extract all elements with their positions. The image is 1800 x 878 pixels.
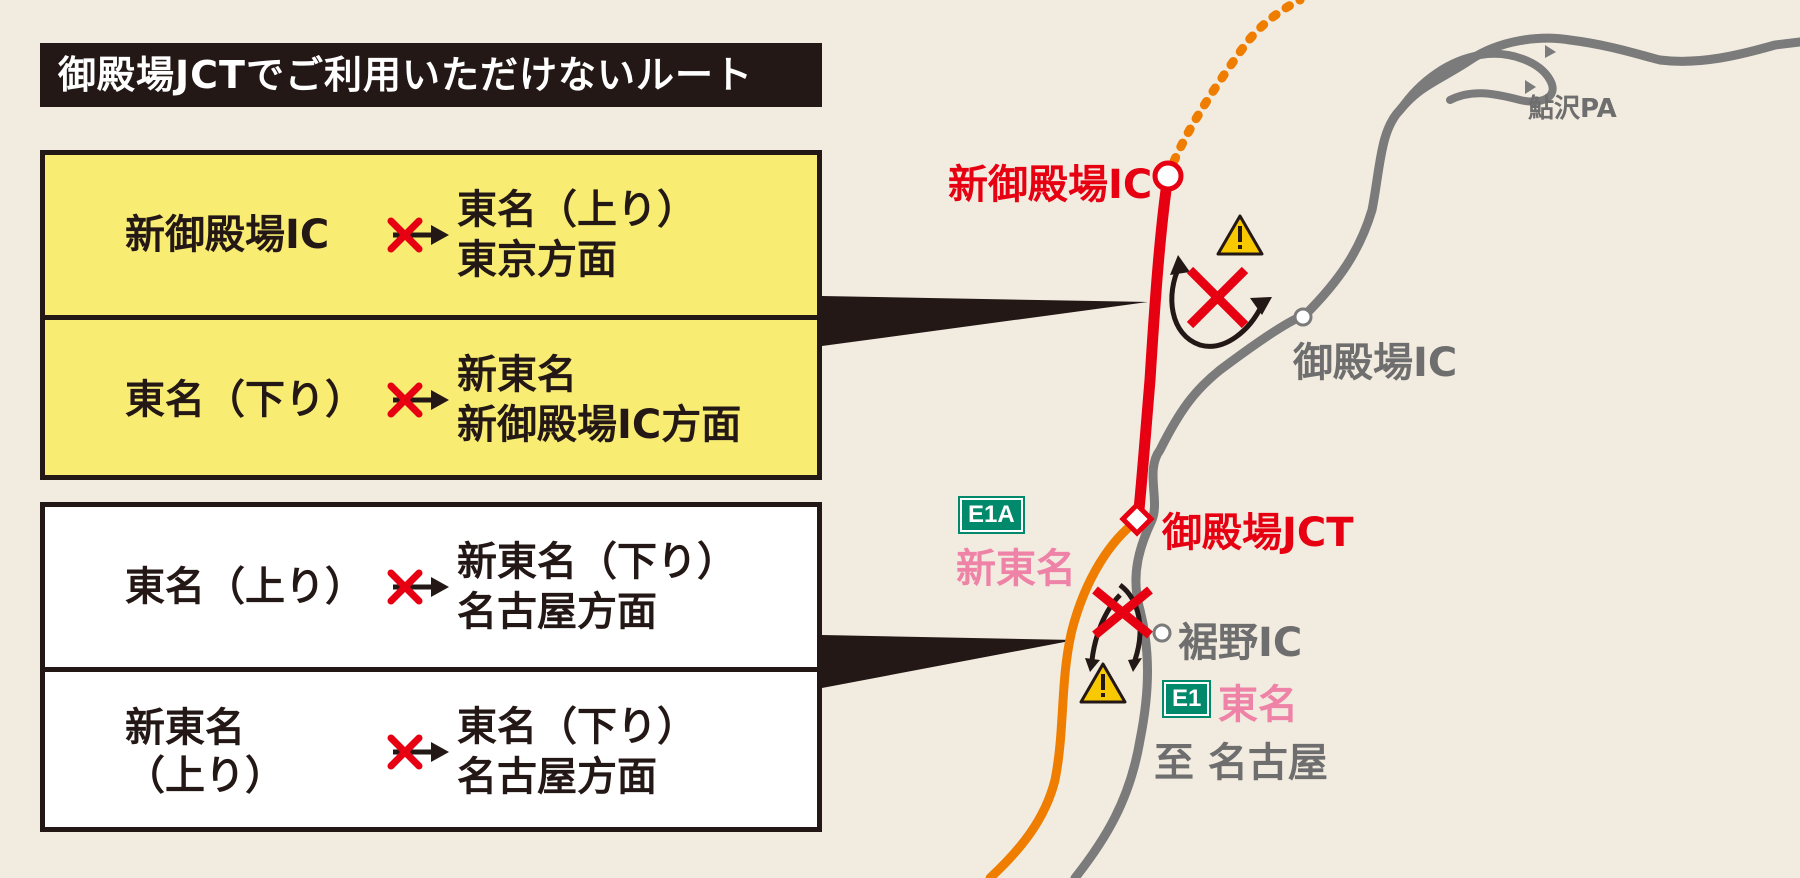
- route-row: 新御殿場IC 東名（上り） 東京方面: [45, 155, 817, 315]
- route-destination: 東名（上り） 東京方面: [457, 155, 697, 315]
- route-destination: 新東名 新御殿場IC方面: [457, 320, 741, 480]
- no-entry-arrow-icon: [387, 382, 449, 418]
- page-title: 御殿場JCTでご利用いただけないルート: [40, 43, 822, 107]
- route-destination: 新東名（下り） 名古屋方面: [457, 507, 737, 667]
- route-destination: 東名（下り） 名古屋方面: [457, 672, 697, 832]
- route-destination-road: 東名（上り）: [457, 187, 697, 233]
- e1a-route-shield: E1A: [958, 496, 1025, 534]
- shin-tomei-route: [985, 515, 1143, 878]
- route-destination-direction: 名古屋方面: [457, 589, 657, 635]
- route-destination-direction: 新御殿場IC方面: [457, 402, 742, 448]
- callout-wedge-top: [822, 296, 1148, 346]
- route-origin: 東名（上り）: [125, 564, 365, 610]
- route-origin: 新東名 （上り）: [125, 705, 285, 799]
- route-destination-direction: 名古屋方面: [457, 754, 657, 800]
- route-panel-susono: 東名（上り） 新東名（下り） 名古屋方面 新東名 （上り） 東名（下り） 名古屋…: [40, 502, 822, 832]
- row-divider: [45, 315, 817, 320]
- shin-gotemba-route: [1132, 170, 1174, 526]
- route-destination-road: 東名（下り）: [457, 704, 697, 750]
- ayuzawa-pa-label: 鮎沢PA: [1528, 94, 1617, 124]
- route-origin: 新御殿場IC: [125, 212, 330, 258]
- route-destination-direction: 東京方面: [457, 237, 617, 283]
- to-nagoya-label: 至 名古屋: [1154, 740, 1328, 786]
- shin-gotemba-ic-label: 新御殿場IC: [948, 162, 1153, 208]
- shin-gotemba-ic-node: [1152, 160, 1184, 192]
- route-panel-shin-gotemba: 新御殿場IC 東名（上り） 東京方面 東名（下り） 新東名 新御殿場IC方面: [40, 150, 822, 480]
- route-row: 東名（上り） 新東名（下り） 名古屋方面: [45, 507, 817, 667]
- no-entry-arrow-icon: [387, 734, 449, 770]
- tomei-label: 東名: [1218, 682, 1298, 728]
- gotemba-jct-label: 御殿場JCT: [1162, 510, 1354, 556]
- gotemba-jct-node: [1119, 501, 1155, 537]
- shin-tomei-label: 新東名: [956, 546, 1076, 592]
- shin-tomei-future-route: [1163, 0, 1305, 181]
- ayuzawa-pa-loop: [1396, 49, 1557, 114]
- route-row: 東名（下り） 新東名 新御殿場IC方面: [45, 320, 817, 480]
- warning-icon: [1079, 662, 1127, 704]
- warning-icon: [1216, 214, 1264, 256]
- gotemba-ic-node: [1293, 307, 1313, 327]
- route-destination-road: 新東名: [457, 352, 577, 398]
- route-row: 新東名 （上り） 東名（下り） 名古屋方面: [45, 672, 817, 832]
- ayuzawa-pa-marker: [1545, 45, 1556, 58]
- row-divider: [45, 667, 817, 672]
- e1-route-shield: E1: [1161, 680, 1212, 718]
- no-entry-arrow-icon: [387, 569, 449, 605]
- route-destination-road: 新東名（下り）: [457, 539, 737, 585]
- crossed-uturn-icon: [1169, 255, 1272, 349]
- callout-wedge-bottom: [822, 635, 1075, 688]
- gotemba-ic-label: 御殿場IC: [1293, 340, 1458, 386]
- ayuzawa-pa-marker-2: [1525, 80, 1536, 94]
- crossed-uturn-icon: [1085, 583, 1153, 672]
- susono-ic-label: 裾野IC: [1178, 620, 1303, 666]
- susono-ic-node: [1152, 623, 1172, 643]
- route-origin: 東名（下り）: [125, 377, 365, 423]
- no-entry-arrow-icon: [387, 217, 449, 253]
